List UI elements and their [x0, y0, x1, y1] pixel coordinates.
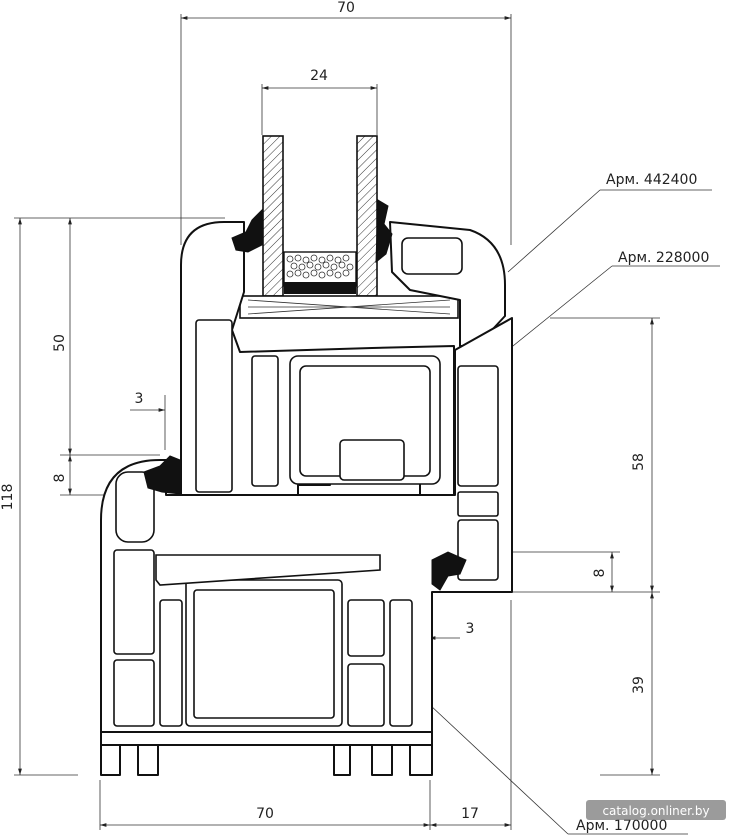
dim-bottom-17: 17: [461, 806, 479, 822]
dim-sash-height: 50: [52, 334, 68, 352]
glazing-packer: [239, 295, 459, 319]
dim-top-width: 70: [337, 0, 355, 16]
gasket-top-left: [231, 208, 263, 253]
callout-reinforcement-frame: Арм. 170000: [576, 818, 667, 834]
watermark: catalog.onliner.by: [586, 800, 726, 820]
gasket-mid-right: [431, 551, 467, 591]
callout-leaders: [429, 189, 720, 835]
glass-unit: [262, 135, 378, 297]
dim-height-total: 118: [0, 484, 16, 511]
frame-profile: [100, 317, 513, 776]
dim-right-39: 39: [631, 676, 647, 694]
dim-right-8: 8: [592, 569, 608, 578]
watermark-text: catalog.onliner.by: [602, 804, 709, 818]
dim-frame-step: 8: [52, 474, 68, 483]
callout-reinforcement-sash: Арм. 442400: [606, 172, 697, 188]
gaskets: [143, 199, 467, 591]
dim-glass-width: 24: [310, 68, 328, 84]
dim-bottom-width: 70: [256, 806, 274, 822]
dim-gap-right: 3: [466, 621, 475, 637]
dim-gap-left: 3: [135, 391, 144, 407]
callout-reinforcement-mid: Арм. 228000: [618, 250, 709, 266]
dim-right-58: 58: [631, 453, 647, 471]
gasket-mid-left: [143, 455, 181, 495]
gasket-top-right: [375, 199, 393, 264]
sash-profile: [180, 221, 506, 501]
